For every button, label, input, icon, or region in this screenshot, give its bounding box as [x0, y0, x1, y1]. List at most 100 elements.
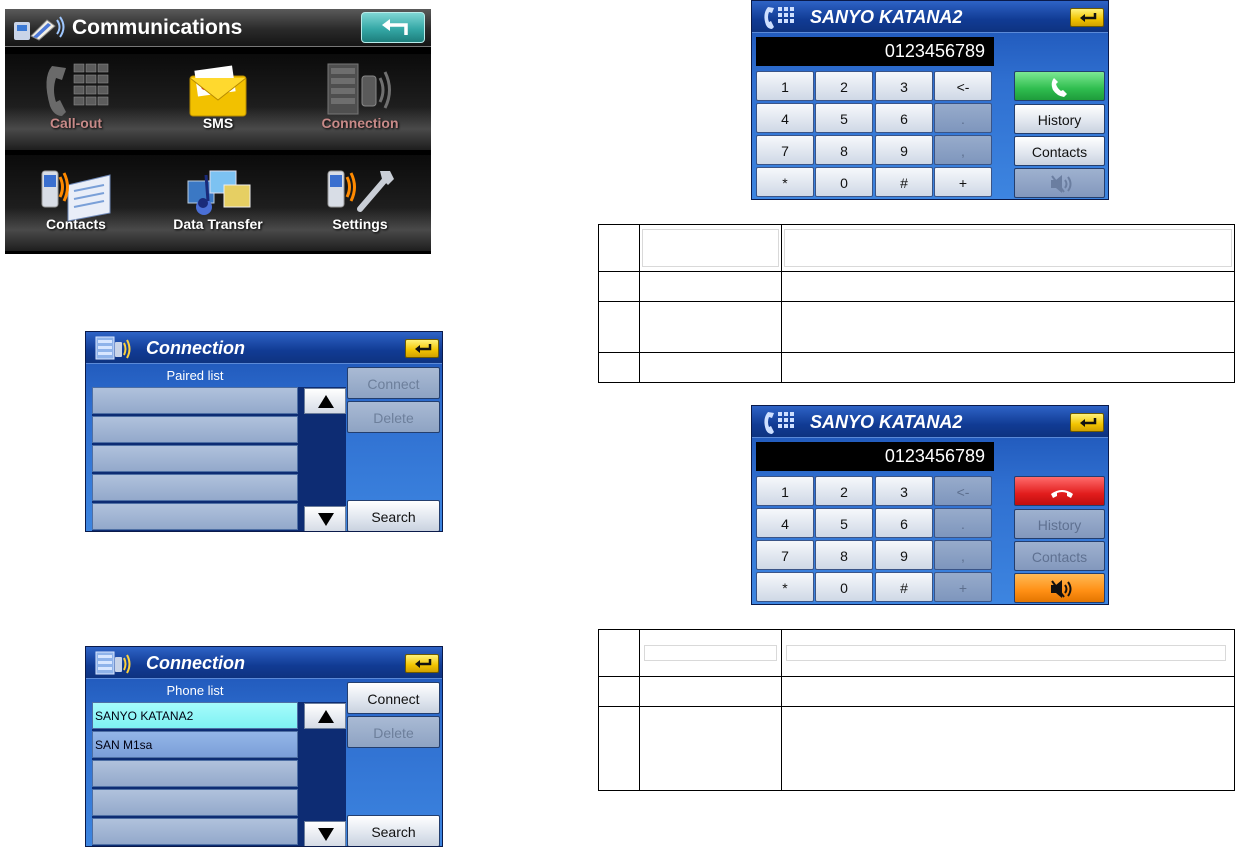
list-item[interactable] — [92, 818, 298, 845]
back-button[interactable] — [405, 339, 439, 358]
table-cell — [639, 271, 782, 302]
scroll-down-button[interactable] — [304, 821, 346, 846]
table-cell — [781, 224, 1235, 272]
keypad-key[interactable]: + — [934, 572, 992, 602]
keypad-key[interactable]: 2 — [815, 476, 873, 506]
keypad-key[interactable]: 5 — [815, 508, 873, 538]
keypad-key[interactable]: 6 — [875, 508, 933, 538]
keypad-key[interactable]: 2 — [815, 71, 873, 101]
phone-list: SANYO KATANA2 SAN M1sa — [92, 702, 346, 846]
history-button[interactable]: History — [1014, 509, 1105, 539]
table-cell — [639, 352, 782, 383]
scroll-up-button[interactable] — [304, 703, 346, 729]
call-button[interactable] — [1014, 71, 1105, 101]
keypad-key[interactable]: . — [934, 103, 992, 133]
keypad-key[interactable]: 6 — [875, 103, 933, 133]
table-cell — [781, 352, 1235, 383]
history-button[interactable]: History — [1014, 104, 1105, 134]
keypad-key[interactable]: 0 — [815, 167, 873, 197]
list-item[interactable] — [92, 387, 298, 414]
keypad-key[interactable]: 9 — [875, 135, 933, 165]
list-item[interactable] — [92, 760, 298, 787]
connection-icon — [95, 336, 131, 360]
keypad-key[interactable]: * — [756, 167, 814, 197]
table-cell — [598, 224, 640, 272]
table-cell — [598, 271, 640, 302]
connect-button[interactable]: Connect — [347, 367, 440, 399]
keypad-key[interactable]: * — [756, 572, 814, 602]
contacts-button[interactable]: Contacts — [1014, 541, 1105, 571]
back-button[interactable] — [361, 12, 425, 43]
keypad-key[interactable]: 4 — [756, 103, 814, 133]
back-button[interactable] — [1070, 8, 1104, 27]
keypad-key[interactable]: 3 — [875, 476, 933, 506]
keypad-key[interactable]: , — [934, 135, 992, 165]
keypad-key[interactable]: . — [934, 508, 992, 538]
table-cell — [781, 271, 1235, 302]
dialer-table-1 — [598, 224, 1235, 383]
list-item[interactable] — [92, 474, 298, 501]
scroll-up-button[interactable] — [304, 388, 346, 414]
keypad-key[interactable]: 3 — [875, 71, 933, 101]
back-button[interactable] — [405, 654, 439, 673]
settings-tile[interactable]: Settings — [289, 155, 431, 251]
list-item[interactable] — [92, 416, 298, 443]
list-item[interactable] — [92, 789, 298, 816]
phone-handset-icon — [1051, 78, 1067, 97]
back-button[interactable] — [1070, 413, 1104, 432]
list-item[interactable] — [92, 503, 298, 530]
connection-paired-window: Connection Paired list Connect Delete Se… — [85, 331, 443, 532]
arrow-down-icon — [318, 513, 334, 526]
table-cell — [781, 301, 1235, 353]
connection-title: Connection — [146, 653, 245, 673]
keypad-key[interactable]: <- — [934, 71, 992, 101]
keypad-key[interactable]: 1 — [756, 71, 814, 101]
search-button[interactable]: Search — [347, 815, 440, 846]
keypad-key[interactable]: 8 — [815, 540, 873, 570]
keypad-key[interactable]: 1 — [756, 476, 814, 506]
keypad-key[interactable]: 4 — [756, 508, 814, 538]
keypad-key[interactable]: # — [875, 572, 933, 602]
keypad-key[interactable]: # — [875, 167, 933, 197]
settings-label: Settings — [332, 216, 388, 232]
table-row — [598, 301, 1235, 353]
contacts-button[interactable]: Contacts — [1014, 136, 1105, 166]
back-arrow-icon — [382, 19, 408, 35]
keypad-key[interactable]: , — [934, 540, 992, 570]
connection-title-bar: Connection — [86, 332, 442, 364]
back-arrow-icon — [415, 659, 432, 668]
delete-button[interactable]: Delete — [347, 716, 440, 748]
phone-keypad-icon — [764, 7, 794, 29]
keypad-key[interactable]: 8 — [815, 135, 873, 165]
communications-title: Communications — [72, 16, 243, 39]
mute-button[interactable] — [1014, 573, 1105, 603]
data-transfer-tile[interactable]: Data Transfer — [147, 155, 289, 251]
connection-icon — [95, 651, 131, 675]
list-item[interactable]: SAN M1sa — [92, 731, 298, 758]
call-out-label: Call-out — [49, 115, 103, 131]
contacts-tile[interactable]: Contacts — [5, 155, 147, 251]
dialer-title: SANYO KATANA2 — [810, 7, 963, 27]
connection-tile[interactable]: Connection — [289, 54, 431, 150]
keypad-key[interactable]: + — [934, 167, 992, 197]
search-button[interactable]: Search — [347, 500, 440, 531]
keypad-key[interactable]: 5 — [815, 103, 873, 133]
mute-button[interactable] — [1014, 168, 1105, 198]
keypad-key[interactable]: 9 — [875, 540, 933, 570]
delete-button[interactable]: Delete — [347, 401, 440, 433]
keypad-key[interactable]: 7 — [756, 135, 814, 165]
hang-up-button[interactable] — [1014, 476, 1105, 506]
keypad-key[interactable]: 0 — [815, 572, 873, 602]
list-item[interactable]: SANYO KATANA2 — [92, 702, 298, 729]
call-out-tile[interactable]: Call-out — [5, 54, 147, 150]
connect-button[interactable]: Connect — [347, 682, 440, 714]
keypad-key[interactable]: 7 — [756, 540, 814, 570]
connection-icon — [327, 63, 391, 115]
keypad-key[interactable]: <- — [934, 476, 992, 506]
scroll-down-button[interactable] — [304, 506, 346, 531]
arrow-down-icon — [318, 828, 334, 841]
sms-tile[interactable]: e SMS — [147, 54, 289, 150]
list-caption: Phone list — [166, 683, 224, 698]
speaker-mute-icon — [1051, 175, 1072, 193]
list-item[interactable] — [92, 445, 298, 472]
